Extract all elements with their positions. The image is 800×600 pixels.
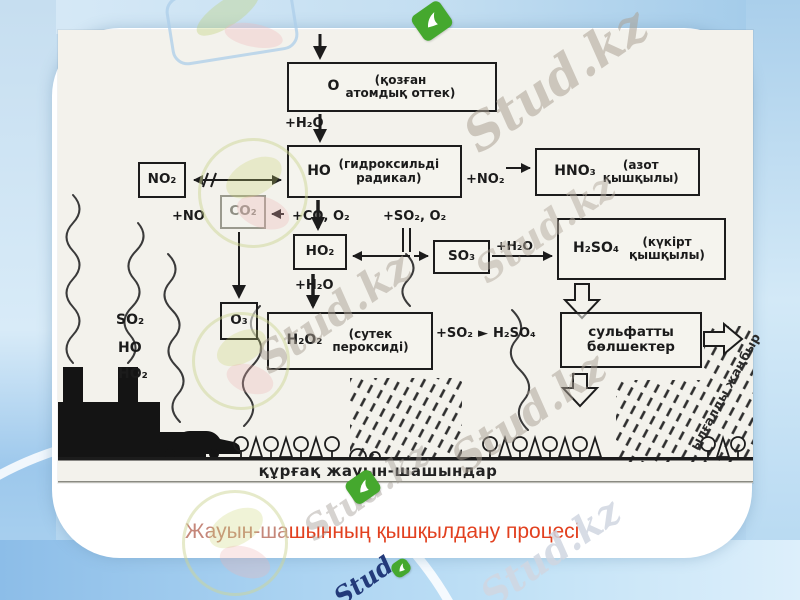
formula: HNO₃ [554,163,596,180]
box-o-excited: О (қозған атомдық оттек) [287,62,497,112]
label-so2-to-h2so4: +SO₂ ► H₂SO₄ [436,326,536,341]
rain-hatch-right [616,326,753,462]
label-plus-so2-o2: +SO₂, О₂ [383,209,447,224]
box-h2o2: Н₂О₂ (сутек пероксиді) [267,312,433,370]
label-plus-so2: +SO₂ [436,326,474,341]
bird-icon [427,12,438,28]
label-smoke-ho: НО [118,340,142,356]
studkz-logo-circle [198,138,308,248]
formula: NO₂ [147,171,177,188]
description: (гидроксильді радикал) [338,157,440,185]
box-ho2: НО₂ [293,234,347,270]
formula: H₂SO₄ [573,240,619,257]
box-h2so4: H₂SO₄ (күкірт қышқылы) [557,218,726,280]
bird-icon [359,479,369,493]
box-so3: SO₃ [433,240,490,274]
label-h2so4-result: H₂SO₄ [493,326,536,341]
formula: SO₃ [447,248,476,265]
label-plus-no2: +NO₂ [466,172,505,187]
bird-icon [398,563,405,572]
diagram-artwork [58,34,753,483]
arrow-right-icon: ► [478,326,489,341]
scanned-diagram: О (қозған атомдық оттек) НО (гидроксильд… [58,30,763,483]
studkz-logo-circle [182,490,288,596]
label-plus-h2o-top: +Н₂О [285,116,324,131]
diagram-arrows [193,34,553,309]
formula: Н₂О₂ [286,332,323,349]
trees-icon [233,435,746,458]
label-plus-h2o-mid: +Н₂О [295,278,334,293]
label-smoke-so2: SO₂ [116,312,145,328]
box-no2: NO₂ [138,162,186,198]
label-smoke-ho2: НО₂ [118,366,148,382]
label-plus-co-o2: +СО, О₂ [292,209,350,224]
formula: НО₂ [305,243,335,260]
label-dry-deposition: құрғақ жауын-шашындар [258,462,498,480]
formula: НО [307,162,331,179]
background-right-band [746,0,800,600]
studkz-badge-icon [409,0,455,44]
car-icon [156,431,240,459]
ground-line [58,457,753,461]
box-hno3: HNO₃ (азот қышқылы) [535,148,700,196]
label-plus-no: +NO [172,209,205,224]
hollow-arrows [560,283,744,408]
label-plus-h2o-so3: +Н₂О [496,238,534,253]
description: (қозған атомдық оттек) [345,72,456,100]
description: (сутек пероксиді) [332,326,409,354]
studkz-badge-icon [389,556,413,580]
box-ho-radical: НО (гидроксильді радикал) [287,145,462,198]
studkz-badge-icon [343,467,383,507]
box-sulfate-particles: сульфатты бөлшектер [560,312,702,368]
description: (күкірт қышқылы) [629,234,705,262]
formula: сульфатты бөлшектер [587,323,675,355]
formula: О [327,78,340,95]
scan-bottom-edge [58,481,753,483]
slide-caption-part2: шынның қышқылдану процесі [288,520,580,543]
slide: О (қозған атомдық оттек) НО (гидроксильд… [52,28,763,558]
description: (азот қышқылы) [602,157,679,185]
rain-hatch-middle [350,378,462,458]
studkz-logo-circle [192,312,290,410]
